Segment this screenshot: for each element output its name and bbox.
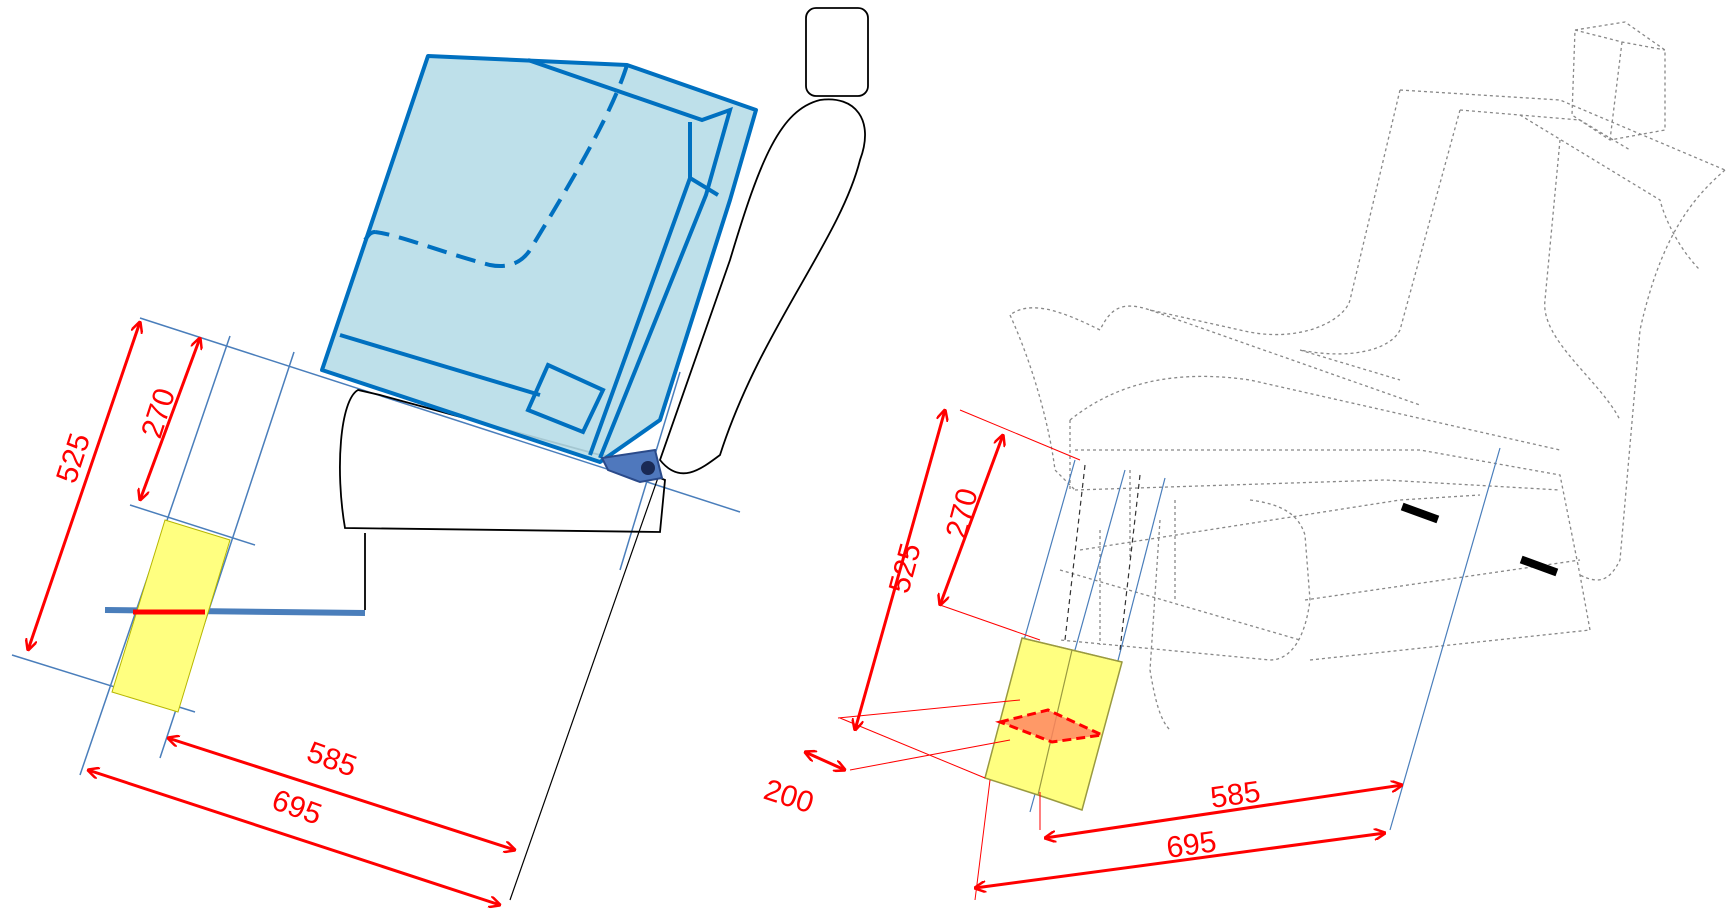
- left-yellow-zone: [111, 519, 231, 713]
- right-seat-dotted-outline: [1009, 21, 1726, 731]
- left-headrest: [805, 7, 869, 97]
- left-dim-525-label: 525: [50, 429, 97, 487]
- right-dim-525-label: 525: [883, 540, 928, 597]
- left-backrest-outline: [658, 98, 866, 475]
- right-yellow-zone: [984, 637, 1123, 811]
- right-latch-front: [1400, 502, 1440, 524]
- right-dimension-arrows: [805, 410, 1402, 888]
- right-dim-200-label: 200: [760, 773, 818, 820]
- left-dim-585-label: 585: [303, 736, 361, 784]
- right-dim-695-label: 695: [1164, 825, 1218, 865]
- right-dim-270-label: 270: [940, 485, 985, 542]
- left-child-seat: [320, 54, 758, 484]
- left-view: 525 270 585 695: [11, 7, 869, 905]
- right-construction-lines: [1064, 464, 1141, 651]
- left-dim-695-label: 695: [268, 784, 326, 832]
- right-latch-rear: [1519, 555, 1559, 577]
- right-dim-585-label: 585: [1208, 775, 1262, 815]
- right-view: 525 270 200 585 695: [760, 21, 1726, 901]
- left-dim-270-label: 270: [135, 384, 182, 442]
- left-floor-line: [509, 471, 661, 901]
- left-dimension-arrows: [28, 322, 515, 905]
